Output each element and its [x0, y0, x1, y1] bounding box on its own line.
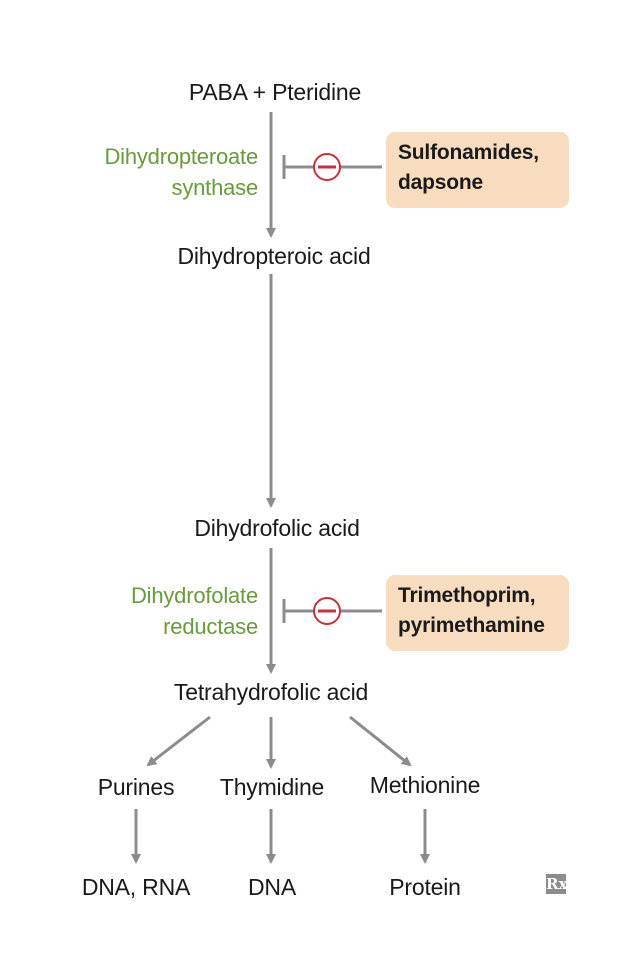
node-paba-pteridine: PABA + Pteridine	[188, 79, 362, 105]
drug-box-trimethoprim: Trimethoprim, pyrimethamine	[386, 575, 569, 651]
arrow-to-purines	[146, 715, 211, 767]
enzyme-line-1: Dihydrofolate	[130, 583, 258, 608]
node-purines: Purines	[97, 774, 175, 800]
node-methionine: Methionine	[369, 772, 481, 798]
enzyme-dihydropteroate-synthase: Dihydropteroate synthase	[0, 141, 258, 203]
node-dihydrofolic-acid: Dihydrofolic acid	[194, 515, 360, 541]
drug-line-1: Trimethoprim,	[398, 584, 536, 607]
enzyme-line-2: synthase	[171, 175, 259, 200]
enzyme-line-1: Dihydropteroate	[104, 144, 258, 169]
enzyme-dihydrofolate-reductase: Dihydrofolate reductase	[0, 580, 258, 642]
node-dihydropteroic-acid: Dihydropteroic acid	[177, 243, 371, 269]
node-dna: DNA	[248, 874, 296, 900]
rx-icon: Rx	[546, 874, 568, 894]
drug-box-sulfonamides: Sulfonamides, dapsone	[386, 132, 569, 208]
arrow-to-methionine	[349, 715, 412, 767]
drug-line-2: pyrimethamine	[398, 614, 545, 637]
node-tetrahydrofolic-acid: Tetrahydrofolic acid	[173, 679, 369, 705]
node-protein: Protein	[389, 874, 461, 900]
drug-line-1: Sulfonamides,	[398, 141, 539, 164]
node-thymidine: Thymidine	[219, 774, 325, 800]
drug-line-2: dapsone	[398, 171, 483, 194]
enzyme-line-2: reductase	[163, 614, 258, 639]
node-dna-rna: DNA, RNA	[81, 874, 191, 900]
